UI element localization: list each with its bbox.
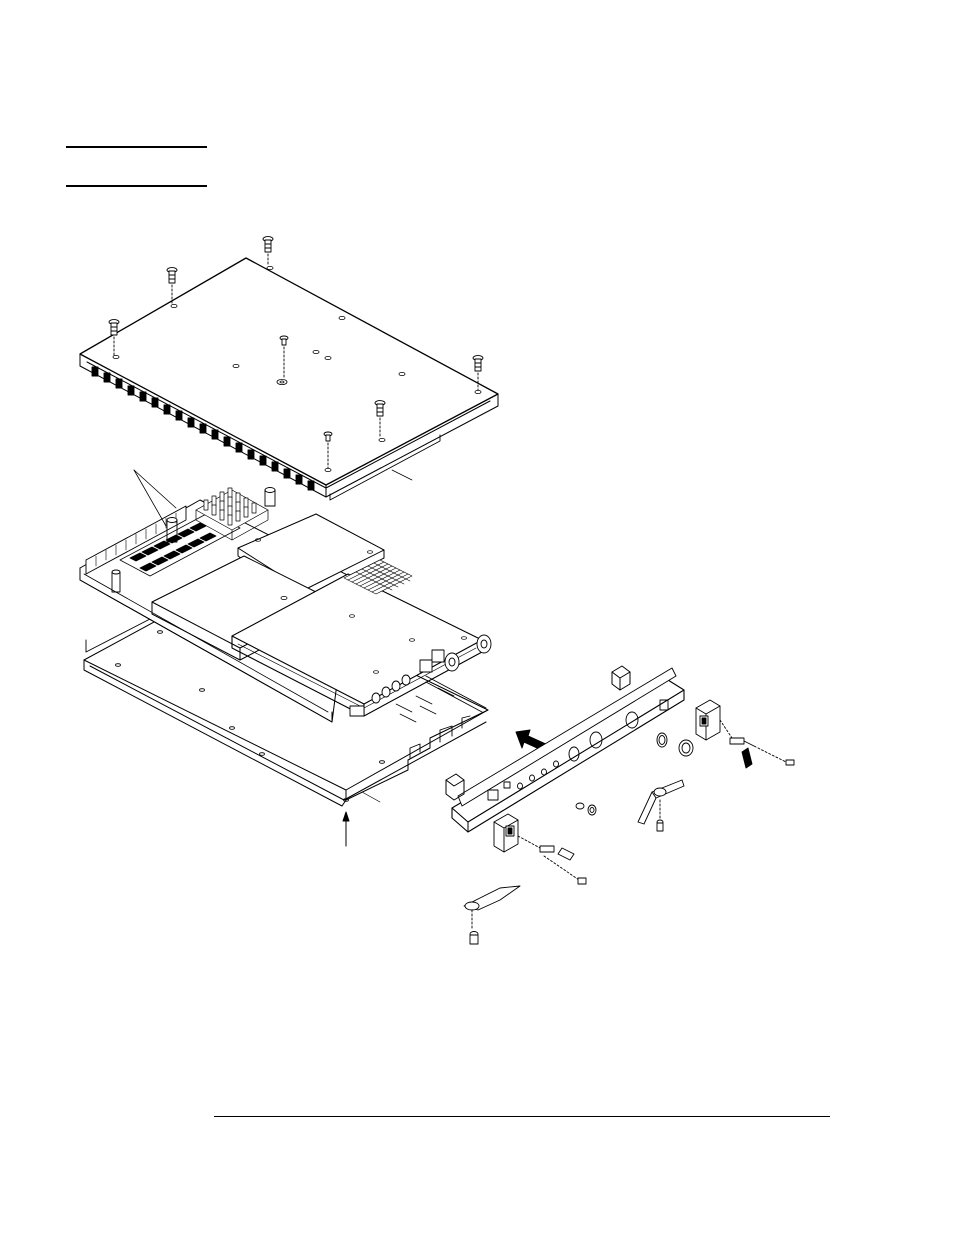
screw-icon [263, 237, 273, 266]
ejector-lever-upper [638, 780, 684, 831]
top-cover [80, 258, 498, 500]
left-connector-block [494, 803, 596, 884]
front-bracket [446, 666, 684, 832]
right-connector-block [657, 700, 794, 768]
ejector-lever-lower [464, 886, 520, 944]
